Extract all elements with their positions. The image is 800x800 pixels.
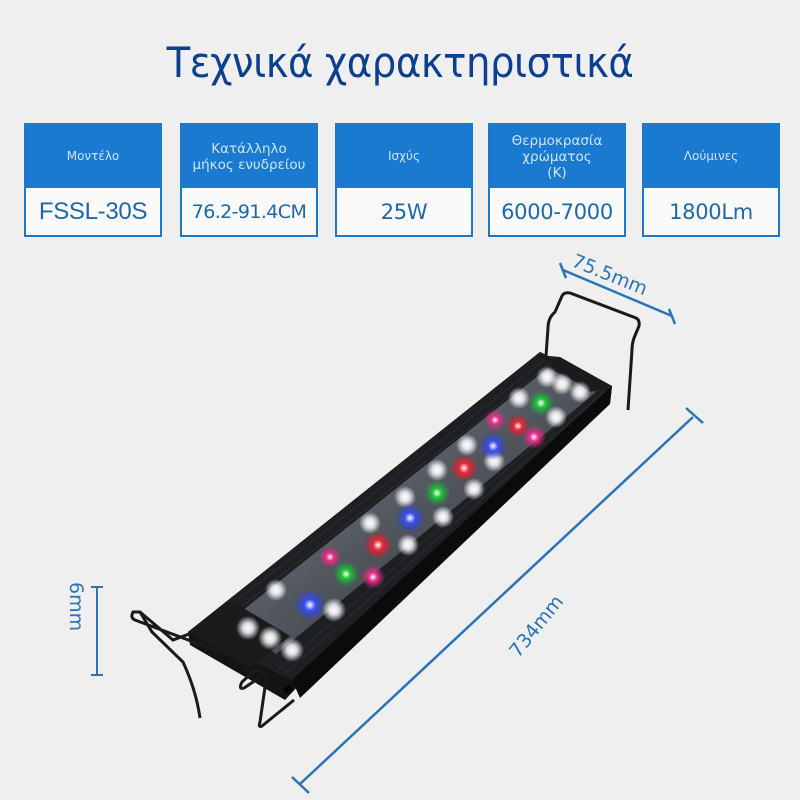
page-title: Τεχνικά χαρακτηριστικά: [166, 38, 634, 87]
spec-card-model: Μοντέλο FSSL-30S: [24, 123, 162, 237]
bracket-front: [130, 610, 256, 667]
spec-card-color-temp: Θερμοκρασία χρώματος (K) 6000-7000: [488, 123, 626, 237]
bracket-back: [543, 291, 641, 411]
spec-value: 6000-7000: [501, 199, 613, 224]
dimension-width: [558, 262, 677, 325]
spec-value: FSSL-30S: [38, 197, 148, 225]
spec-label: Μοντέλο: [26, 125, 160, 188]
spec-card-power: Ισχύς 25W: [335, 123, 473, 237]
dimension-height: [91, 586, 103, 676]
spec-value: 25W: [380, 199, 428, 224]
spec-label: Ισχύς: [337, 125, 471, 188]
dimension-height-label: 6mm: [65, 582, 87, 632]
spec-label: Θερμοκρασία χρώματος (K): [490, 125, 624, 188]
spec-label: Κατάλληλο μήκος ενυδρείου: [182, 125, 316, 188]
spec-card-lumens: Λούμινες 1800Lm: [642, 123, 780, 237]
spec-value: 76.2-91.4CM: [191, 200, 307, 223]
spec-value: 1800Lm: [669, 199, 753, 224]
spec-label: Λούμινες: [644, 125, 778, 188]
dimension-length: [291, 407, 704, 794]
led-array: [236, 366, 591, 662]
spec-card-tank-length: Κατάλληλο μήκος ενυδρείου 76.2-91.4CM: [180, 123, 318, 237]
